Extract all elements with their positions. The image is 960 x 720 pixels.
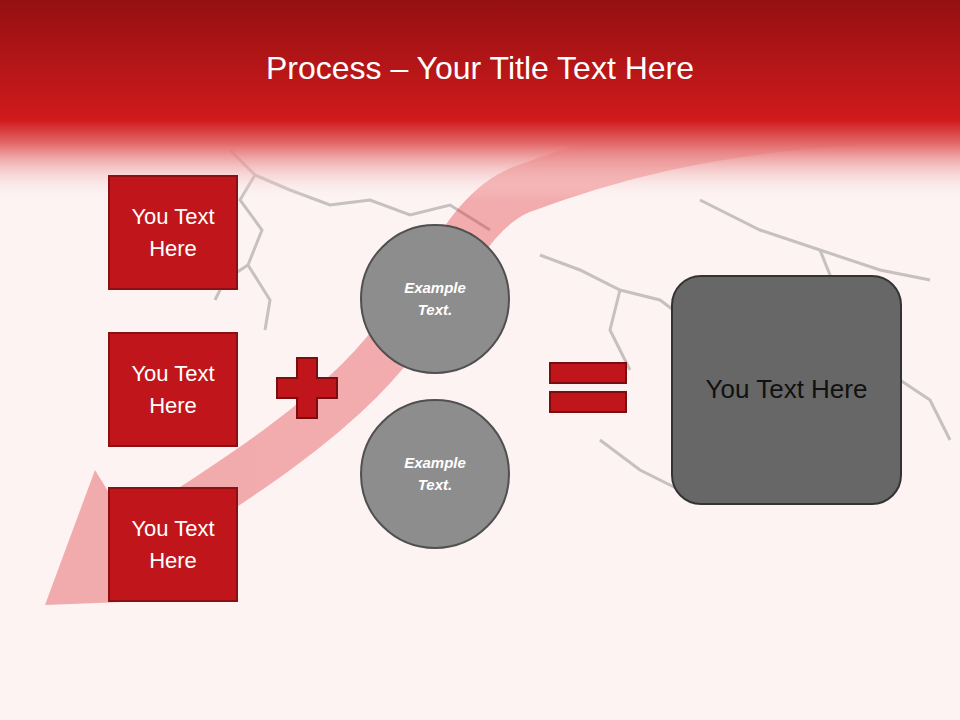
- node-text: You Text Here: [122, 358, 224, 422]
- circle-shape: [361, 225, 509, 373]
- node-text: You Text Here: [706, 371, 868, 409]
- plus-symbol: [277, 358, 337, 418]
- equals-symbol: [550, 363, 626, 412]
- circle-outline: [360, 399, 510, 549]
- example-circle: Example Text.: [360, 399, 510, 549]
- input-box: You Text Here: [108, 487, 238, 602]
- slide-title: Process – Your Title Text Here: [0, 50, 960, 87]
- node-text: Example Text.: [390, 277, 480, 321]
- example-circle: Example Text.: [360, 224, 510, 374]
- node-text: You Text Here: [122, 201, 224, 265]
- node-text: You Text Here: [122, 513, 224, 577]
- input-box: You Text Here: [108, 332, 238, 447]
- circle-outline: [360, 224, 510, 374]
- input-box: You Text Here: [108, 175, 238, 290]
- circle-shape: [361, 400, 509, 548]
- header-band: [0, 0, 960, 200]
- result-box: You Text Here: [671, 275, 902, 505]
- node-text: Example Text.: [390, 452, 480, 496]
